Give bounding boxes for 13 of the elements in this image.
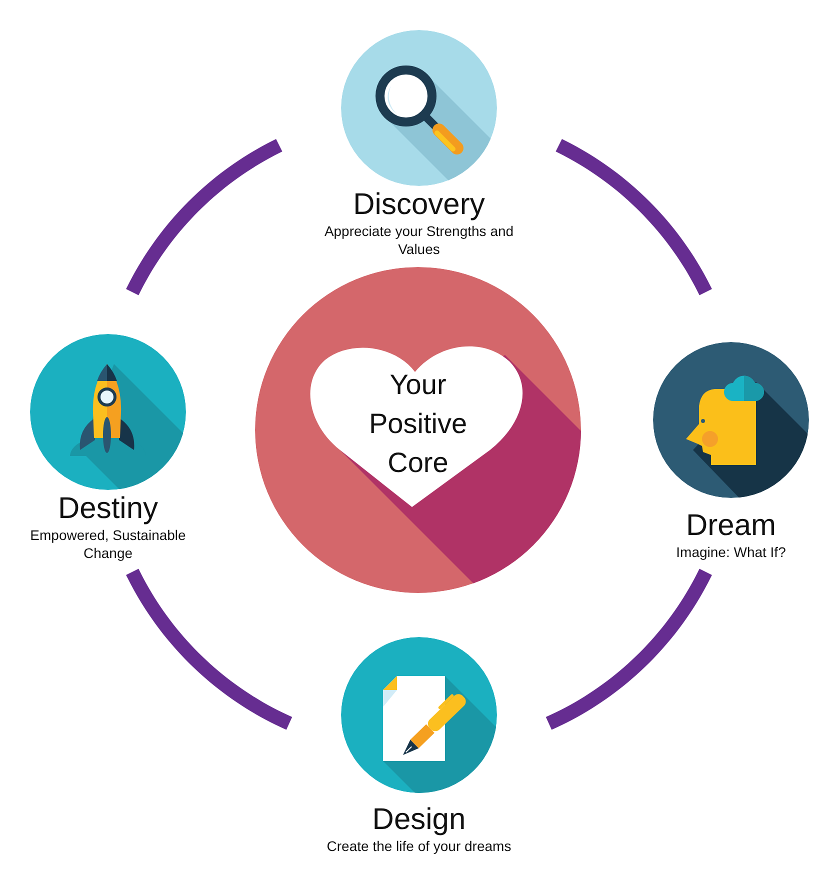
stage-description: Empowered, Sustainable Change	[29, 526, 187, 562]
core-title: Your Positive Core	[368, 368, 468, 480]
stage-description: Create the life of your dreams	[326, 837, 512, 855]
arc-connector	[546, 568, 712, 730]
stage-title: Destiny	[58, 492, 158, 526]
arc-connector	[556, 139, 712, 296]
arc-connector	[126, 139, 282, 296]
stage-title: Dream	[686, 509, 776, 543]
stage-description: Imagine: What If?	[676, 543, 786, 561]
stage-title: Design	[372, 803, 466, 837]
stage-title: Discovery	[353, 188, 485, 222]
stage-description: Appreciate your Strengths and Values	[323, 222, 515, 258]
arc-connector	[126, 568, 292, 730]
